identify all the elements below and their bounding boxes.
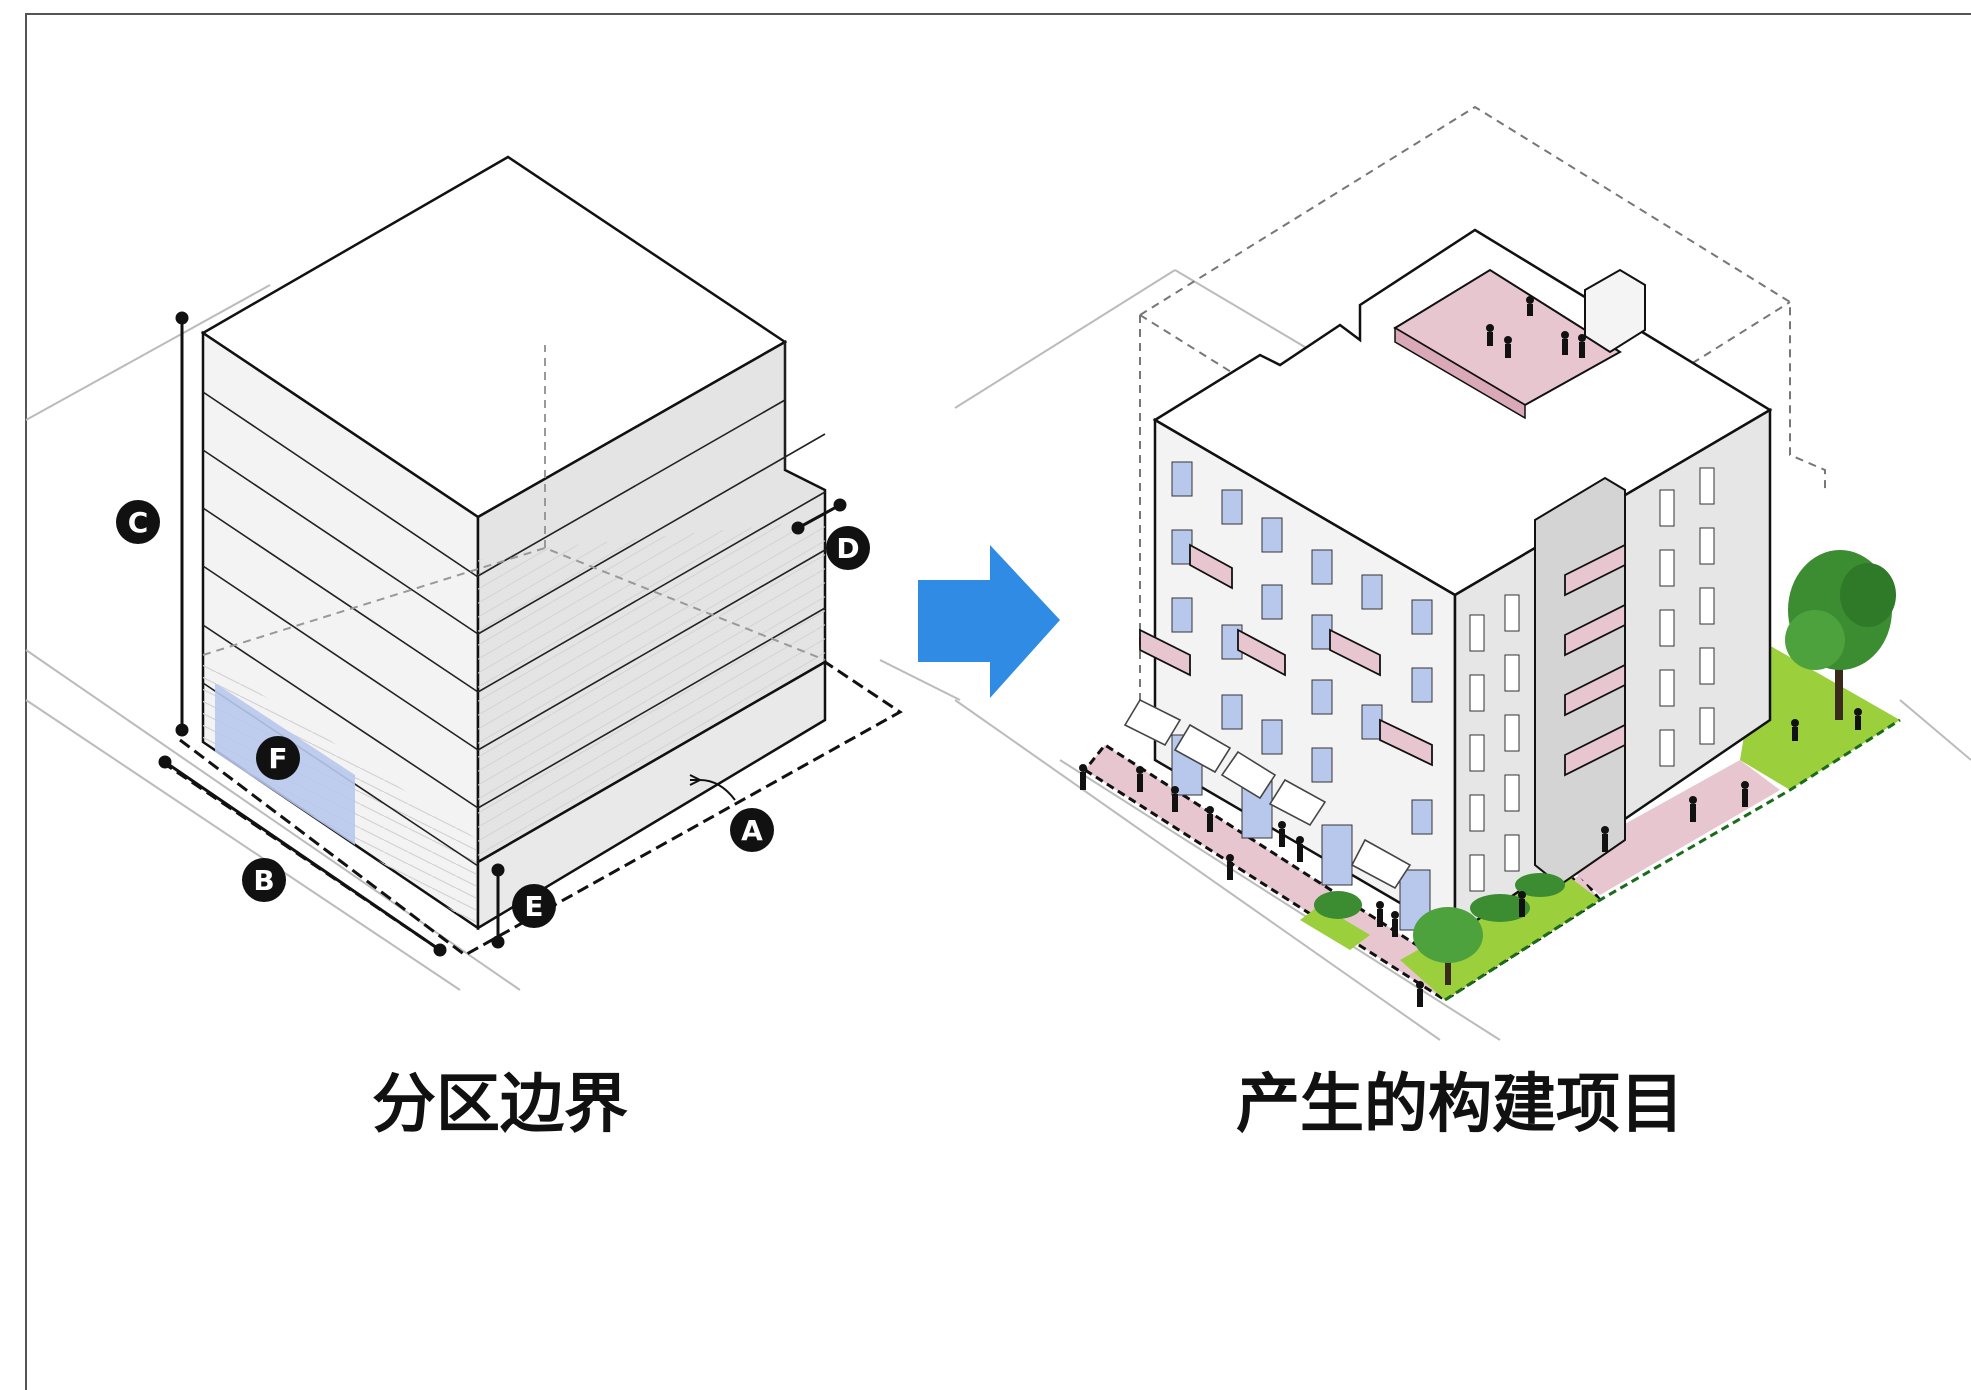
zoning-envelope-diagram: A B C D E F [25, 155, 961, 991]
marker-a-label: A [741, 814, 763, 847]
storefront-awnings [1123, 698, 1412, 890]
east-windows [1469, 467, 1715, 892]
massing-lower-face [476, 659, 827, 931]
roof-terrace-edge [1394, 326, 1526, 420]
massing-right-hatch [478, 520, 825, 862]
marker-b: B [242, 858, 286, 902]
lawn-dashed-edge [1444, 718, 1901, 1002]
site-context-lines [954, 269, 1971, 1041]
marker-e-label: E [524, 890, 543, 923]
lawn-west [1300, 905, 1370, 950]
setback-dashed-lines [202, 345, 826, 661]
marker-d-label: D [836, 532, 859, 565]
street-context-lines [25, 284, 961, 991]
right-arrow-icon [918, 545, 1060, 698]
marker-e: E [512, 884, 556, 928]
west-balconies [1139, 543, 1433, 767]
marker-f-label: F [268, 742, 287, 775]
zoning-envelope-title: 分区边界 [372, 1068, 628, 1142]
resulting-project-title: 产生的构建项目 [1236, 1068, 1684, 1142]
marker-c: C [116, 500, 160, 544]
east-balconies [1564, 543, 1626, 777]
pedestrian-icon [1079, 296, 1862, 1007]
marker-a: A [730, 808, 774, 852]
tree-icon [1785, 550, 1896, 720]
dimension-lines [158, 311, 847, 957]
resulting-building-diagram [954, 105, 1971, 1041]
tree-front [1413, 907, 1483, 985]
marker-f: F [256, 736, 300, 780]
sidewalk-plaza-east [1560, 760, 1780, 895]
lawn-east [1740, 640, 1900, 790]
marker-c-label: C [128, 506, 149, 539]
building-recess [1534, 476, 1626, 887]
marker-b-label: B [253, 864, 274, 897]
shrubs [1314, 873, 1565, 922]
page-frame [25, 13, 1971, 1390]
marker-d: D [826, 526, 870, 570]
